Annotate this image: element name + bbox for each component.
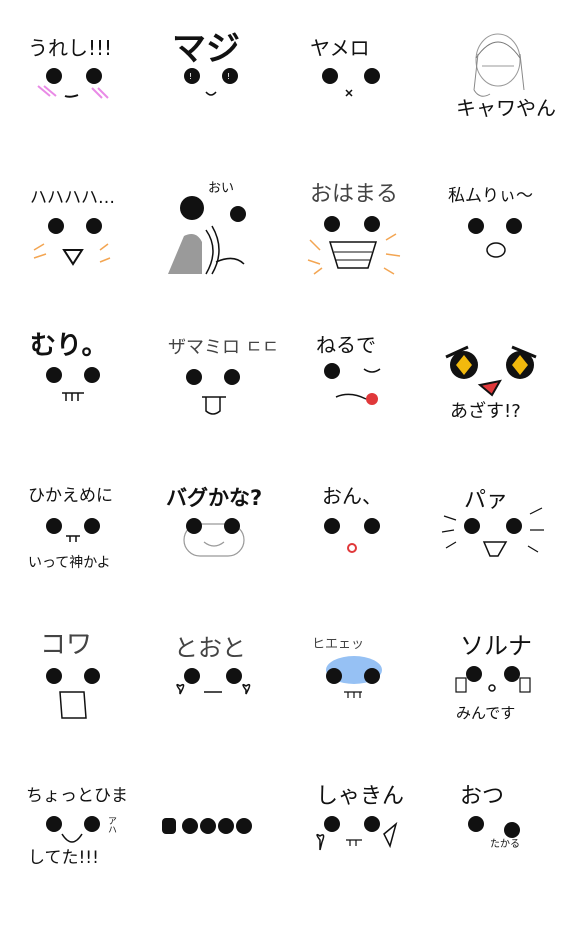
svg-text:!: ! bbox=[189, 72, 192, 81]
svg-text:!: ! bbox=[227, 72, 230, 81]
sticker-text: ちょっとひま bbox=[26, 786, 128, 806]
face-bored-icon bbox=[46, 816, 100, 843]
sticker-16[interactable]: パァ bbox=[420, 480, 560, 630]
sticker-22[interactable] bbox=[140, 780, 280, 930]
face-praise-icon bbox=[46, 518, 100, 542]
face-eek-icon bbox=[326, 656, 382, 698]
sticker-text: パァ bbox=[464, 488, 509, 513]
sticker-21[interactable]: ちょっとひま アハ してた!!! bbox=[0, 780, 140, 930]
sticker-text-2: みんです bbox=[456, 704, 516, 722]
sticker-2[interactable]: ! ! マジ bbox=[140, 10, 280, 160]
sticker-24[interactable]: おつ たかる bbox=[420, 780, 560, 930]
sticker-17[interactable]: コワ bbox=[0, 630, 140, 780]
sticker-5[interactable]: ハハハハ… bbox=[0, 170, 140, 320]
sticker-text: コワ bbox=[40, 630, 93, 660]
sticker-text: ひかえめに bbox=[28, 486, 113, 506]
sticker-text: ねるで bbox=[316, 333, 376, 357]
sticker-text-2: いって神かよ bbox=[28, 555, 111, 571]
sticker-text: ザマミロ ㄷㄷ bbox=[168, 337, 279, 358]
face-sleep-icon bbox=[324, 363, 381, 405]
face-scared-icon bbox=[46, 668, 100, 719]
sticker-20[interactable]: ソルナ みんです bbox=[420, 630, 560, 780]
sticker-text: とおと bbox=[174, 634, 246, 662]
face-laugh-icon bbox=[33, 218, 111, 266]
face-tired-icon bbox=[468, 218, 522, 258]
sticker-23[interactable]: しゃきん bbox=[280, 780, 420, 930]
sticker-text: むり。 bbox=[30, 331, 108, 361]
face-tongue-icon bbox=[186, 369, 240, 415]
sticker-11[interactable]: ねるで bbox=[280, 325, 420, 475]
face-bug-icon bbox=[183, 518, 245, 557]
face-otsu-icon bbox=[468, 816, 520, 838]
sticker-19[interactable]: ヒエェッ bbox=[280, 630, 420, 780]
sticker-text: おつ bbox=[460, 784, 505, 809]
sticker-12[interactable]: あざす!? bbox=[420, 325, 560, 475]
face-no-icon bbox=[46, 367, 100, 401]
sticker-text: しゃきん bbox=[316, 784, 405, 809]
face-punch-icon bbox=[168, 196, 246, 275]
sticker-18[interactable]: とおと bbox=[140, 630, 280, 780]
sticker-text: ヤメロ bbox=[310, 36, 370, 60]
sticker-7[interactable]: おはまる bbox=[280, 170, 420, 320]
sticker-text: キャワやん bbox=[456, 96, 556, 120]
face-stop-icon bbox=[322, 68, 380, 97]
face-grin-icon bbox=[307, 216, 401, 275]
face-ok-icon bbox=[324, 518, 380, 553]
sticker-15[interactable]: おん、 bbox=[280, 480, 420, 630]
sticker-text: おい bbox=[208, 181, 235, 196]
sticker-4[interactable]: キャワやん bbox=[420, 10, 560, 160]
sticker-9[interactable]: むり。 bbox=[0, 325, 140, 475]
face-surprised-icon: ! ! bbox=[184, 68, 238, 96]
sticker-text: マジ bbox=[172, 29, 240, 69]
face-precious-icon bbox=[176, 668, 251, 695]
sticker-side-text: アハ bbox=[106, 816, 116, 834]
sticker-6[interactable]: おい bbox=[140, 170, 280, 320]
face-everyone-icon bbox=[455, 666, 531, 693]
sticker-text: おん、 bbox=[322, 484, 382, 508]
sticker-text: バグかな? bbox=[166, 486, 263, 510]
face-sharp-icon bbox=[316, 816, 398, 851]
sticker-text: ハハハハ… bbox=[30, 188, 115, 208]
sticker-sheet: うれし!!! ! ! マジ ヤメロ キャワやん bbox=[0, 10, 560, 867]
face-happy-icon bbox=[37, 68, 109, 99]
face-shiny-icon bbox=[445, 345, 537, 397]
girl-sketch-icon bbox=[473, 33, 525, 97]
dots-row-icon bbox=[162, 818, 252, 834]
sticker-3[interactable]: ヤメロ bbox=[280, 10, 420, 160]
sticker-text: ヒエェッ bbox=[312, 637, 365, 652]
sticker-13[interactable]: ひかえめに いって神かよ bbox=[0, 480, 140, 630]
sticker-text: あざす!? bbox=[450, 401, 521, 422]
sticker-14[interactable]: バグかな? bbox=[140, 480, 280, 630]
sticker-text: ソルナ bbox=[460, 632, 532, 660]
sticker-10[interactable]: ザマミロ ㄷㄷ bbox=[140, 325, 280, 475]
sticker-text: おはまる bbox=[310, 182, 399, 207]
sticker-text-2: してた!!! bbox=[28, 848, 99, 868]
face-shock-icon bbox=[441, 507, 544, 557]
sticker-text: 私ムりぃ〜 bbox=[448, 186, 533, 206]
sticker-text: うれし!!! bbox=[28, 36, 113, 60]
sticker-1[interactable]: うれし!!! bbox=[0, 10, 140, 160]
sticker-8[interactable]: 私ムりぃ〜 bbox=[420, 170, 560, 320]
sticker-side-text: たかる bbox=[490, 839, 520, 850]
